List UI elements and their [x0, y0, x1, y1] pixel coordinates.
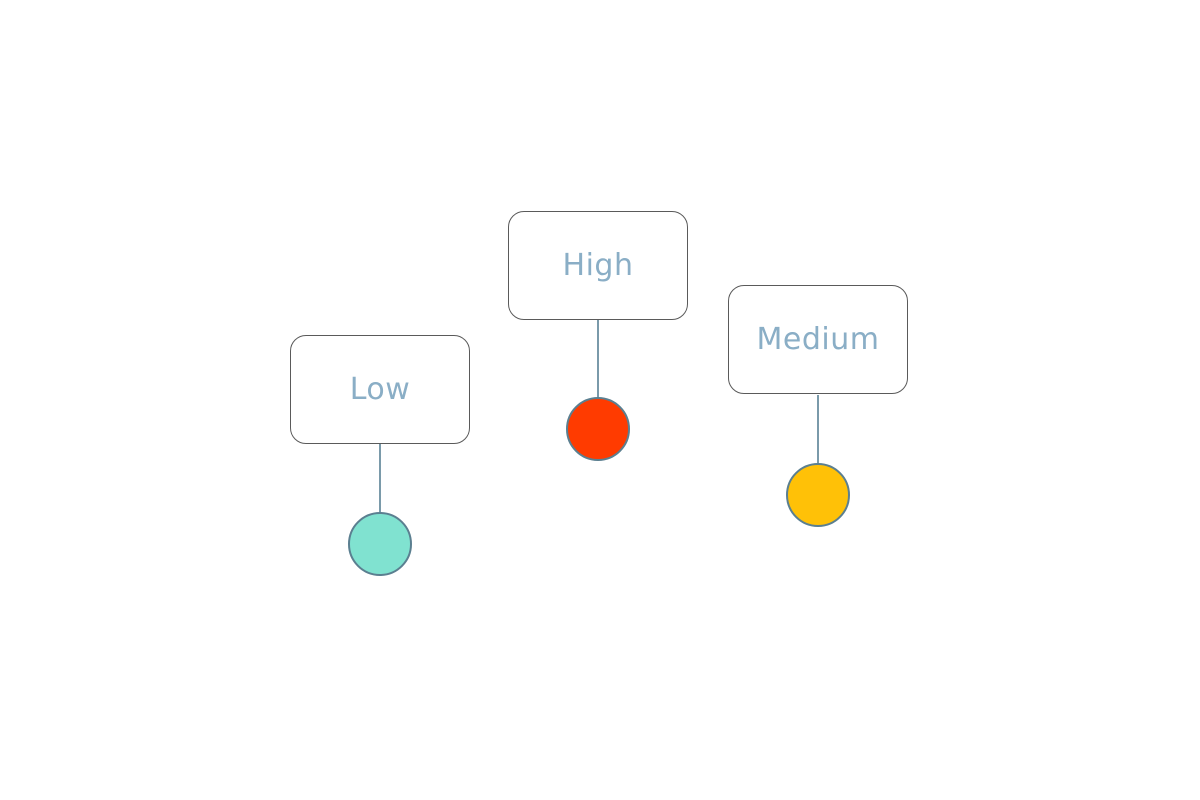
label-box-medium: Medium [728, 285, 908, 394]
connector-line-low [379, 444, 381, 512]
label-low: Low [349, 372, 411, 407]
label-high: High [562, 248, 634, 283]
level-dot-low [348, 512, 412, 576]
marker-high: High [508, 211, 690, 461]
connector-line-medium [817, 395, 819, 463]
label-box-low: Low [290, 335, 470, 444]
level-dot-medium [786, 463, 850, 527]
connector-line-high [597, 320, 599, 398]
label-box-high: High [508, 211, 688, 320]
label-medium: Medium [756, 322, 880, 357]
marker-low: Low [290, 335, 472, 576]
level-dot-high [566, 397, 630, 461]
marker-medium: Medium [728, 285, 910, 527]
